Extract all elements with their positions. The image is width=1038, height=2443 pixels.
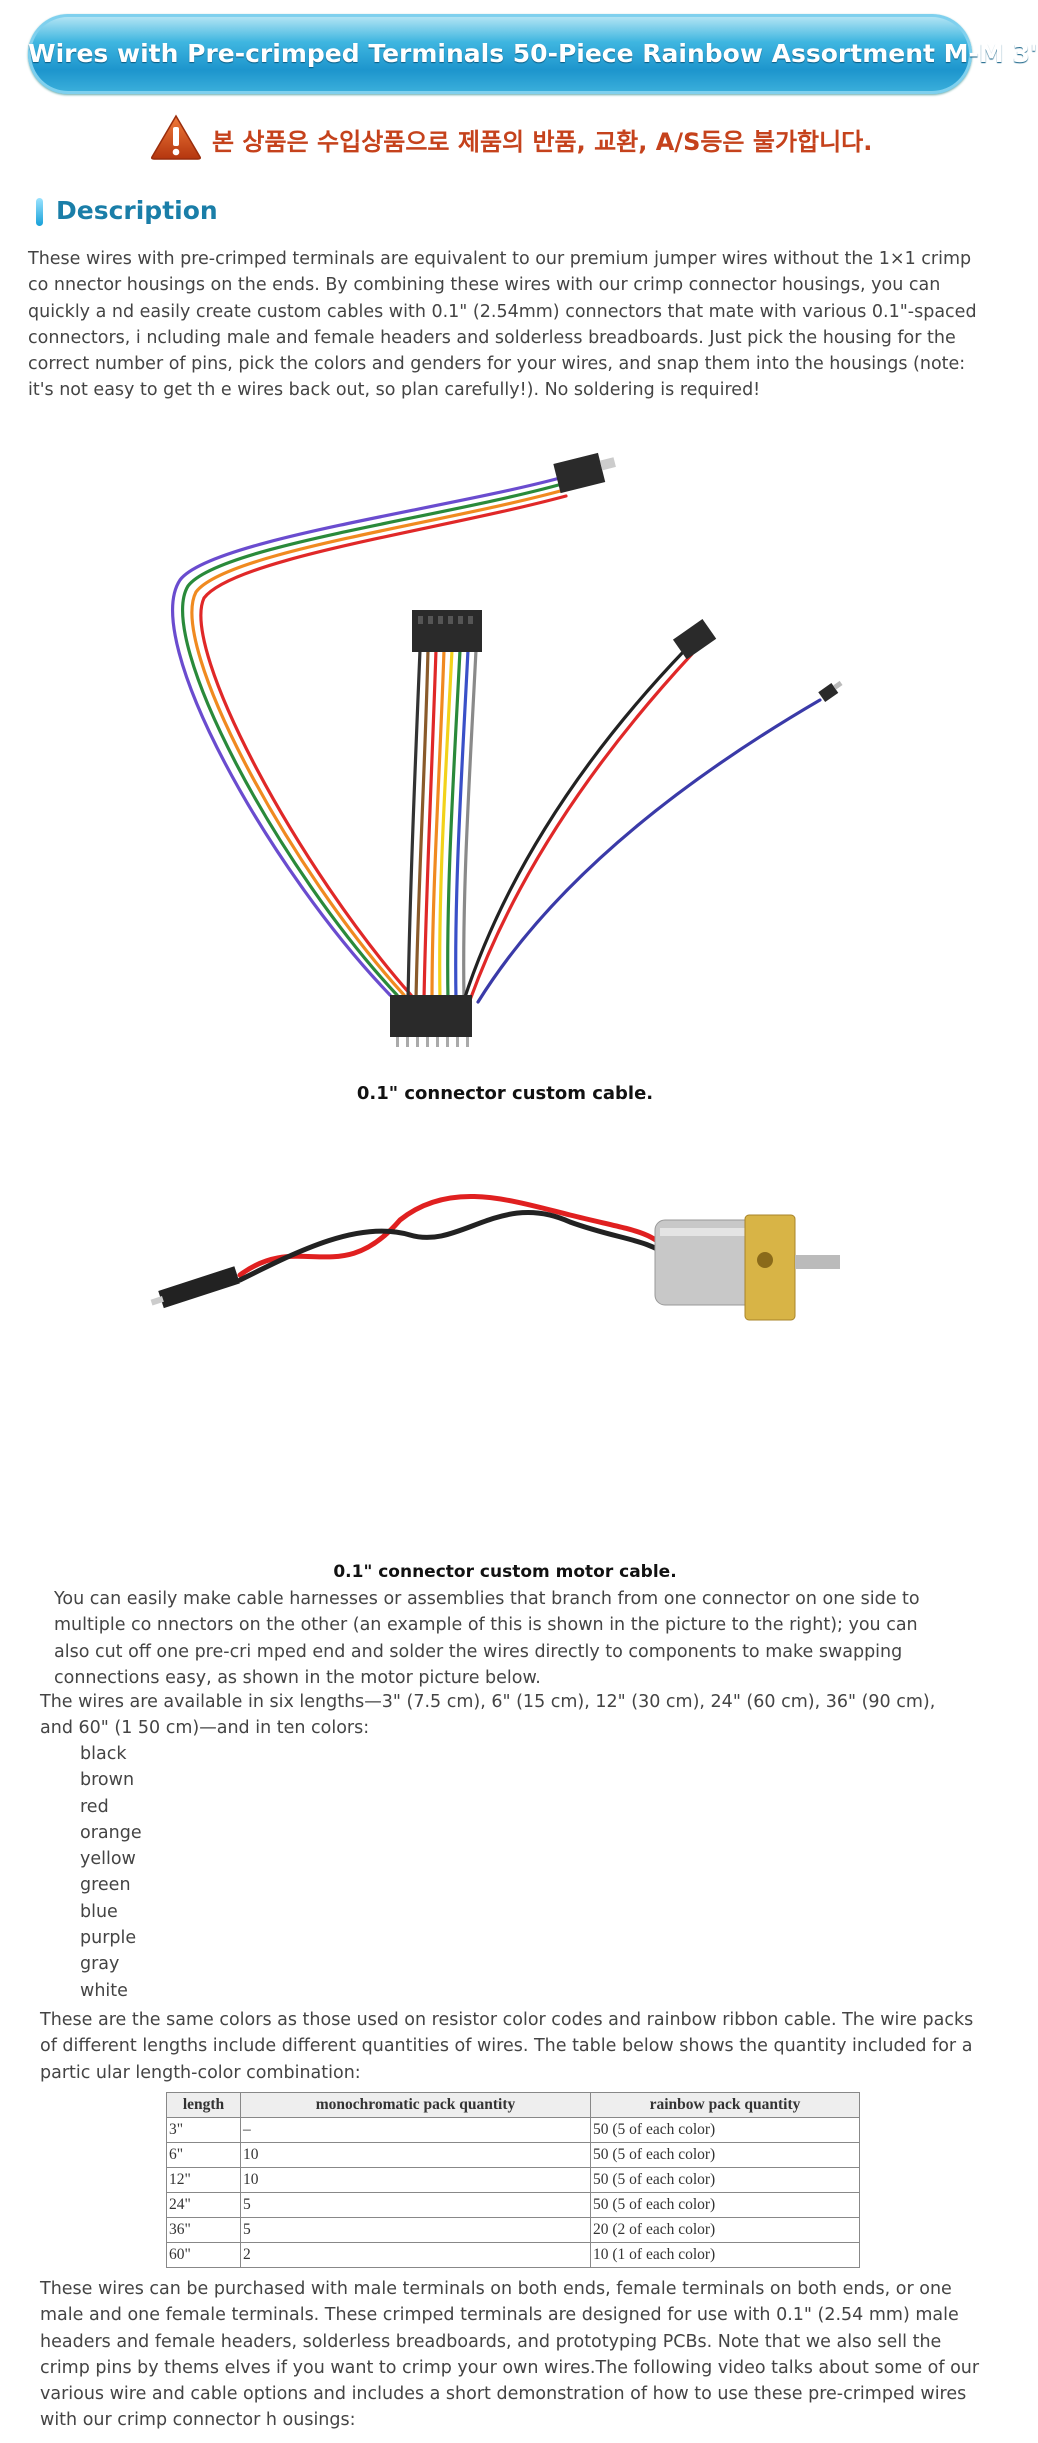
header-rainbow: rainbow pack quantity [590,2092,860,2118]
cell-rainbow: 20 (2 of each color) [590,2217,860,2243]
cell-rainbow: 50 (5 of each color) [590,2117,860,2143]
cell-mono: 5 [240,2192,591,2218]
list-item: black [80,1744,127,1764]
list-item: blue [80,1901,118,1922]
custom-cable-image [171,452,843,1047]
description-title: Description [56,196,218,225]
quantity-table: length monochromatic pack quantity rainb… [166,2092,860,2268]
list-item: white [80,1980,128,2001]
header-length: length [166,2092,241,2118]
table-row: 3"–50 (5 of each color) [166,2117,860,2143]
notice-text: 본 상품은 수입상품으로 제품의 반품, 교환, A/S등은 불가합니다. [212,128,873,156]
cell-length: 36" [166,2217,241,2243]
cell-length: 3" [166,2117,241,2143]
list-item: orange [80,1822,142,1843]
list-item: brown [80,1770,135,1791]
list-item: red [80,1796,109,1817]
list-item: yellow [80,1849,136,1870]
cell-rainbow: 50 (5 of each color) [590,2167,860,2193]
cell-length: 12" [166,2167,241,2193]
product-title: Wires with Pre-crimped Terminals 50-Piec… [28,39,1038,68]
caption-motor-cable: 0.1" connector custom motor cable. [333,1562,677,1582]
table-header-row: length monochromatic pack quantity rainb… [166,2092,860,2118]
color-list: black brown red orange yellow green blue… [80,1741,142,2004]
title-banner: Wires with Pre-crimped Terminals 50-Piec… [28,14,1038,94]
cell-rainbow: 50 (5 of each color) [590,2192,860,2218]
cell-rainbow: 50 (5 of each color) [590,2142,860,2168]
harness-paragraph: You can easily make cable harnesses or a… [54,1589,920,1688]
same-colors-paragraph: These are the same colors as those used … [40,2010,974,2083]
list-item: purple [80,1928,137,1949]
cell-mono: 10 [240,2167,591,2193]
header-monochromatic: monochromatic pack quantity [240,2092,591,2118]
import-notice: 본 상품은 수입상품으로 제품의 반품, 교환, A/S등은 불가합니다. [150,112,873,162]
cell-mono: 10 [240,2142,591,2168]
caption-custom-cable: 0.1" connector custom cable. [356,1083,654,1104]
cell-length: 60" [166,2242,241,2268]
list-item: gray [80,1954,120,1975]
cell-length: 24" [166,2192,241,2218]
heading-marker [36,198,43,226]
cell-mono: – [240,2117,591,2143]
intro-paragraph: These wires with pre-crimped terminals a… [28,249,977,401]
cell-rainbow: 10 (1 of each color) [590,2242,860,2268]
purchase-paragraph: These wires can be purchased with male t… [40,2279,980,2431]
list-item: green [80,1875,131,1896]
cell-mono: 5 [240,2217,591,2243]
cell-mono: 2 [240,2242,591,2268]
motor-cable-image [150,1194,840,1321]
cell-length: 6" [166,2142,241,2168]
warning-icon [151,114,201,160]
lengths-paragraph: The wires are available in six lengths—3… [40,1692,936,1739]
